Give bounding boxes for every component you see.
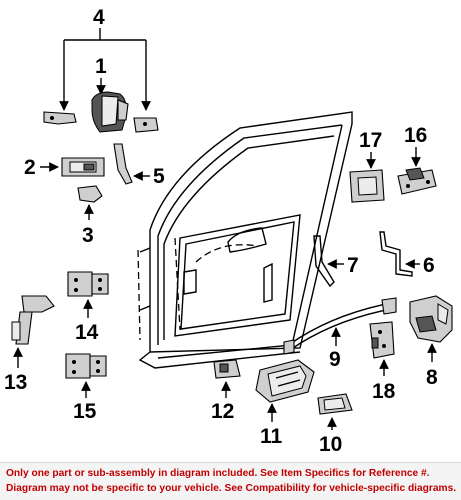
part-1-outside-handle [91,91,129,133]
part-3-clip [77,185,103,203]
callout-13: 13 [4,371,27,394]
callout-18: 18 [372,380,396,403]
callout-17: 17 [359,129,382,152]
part-11-handle-bezel [255,359,315,403]
part-8-door-latch [409,295,453,343]
door-parts-diagram: 4 1 2 5 3 14 [4,6,453,456]
callout-2: 2 [24,156,36,179]
callout-5: 5 [153,165,165,188]
callout-16: 16 [404,124,427,147]
callout-11: 11 [260,425,283,448]
part-5-link-rod [113,143,133,185]
callout-4: 4 [93,6,105,29]
callout-4-bracket [59,28,151,111]
part-13-door-check [11,295,55,345]
callout-10: 10 [319,433,342,456]
callout-8: 8 [426,366,438,389]
door-shell-outline [137,111,353,369]
callout-14: 14 [75,321,99,344]
part-9-cable [283,297,397,355]
disclaimer-footer: Only one part or sub-assembly in diagram… [0,462,461,500]
part-4-handle-bracket-left [43,111,77,125]
part-10-bezel [317,393,353,415]
part-16-striker [397,167,437,195]
callout-6: 6 [423,254,435,277]
part-2-inside-handle [61,157,105,177]
part-18-lock-actuator [369,321,395,359]
callout-7: 7 [347,254,359,277]
part-6-latch-rod [379,231,413,277]
part-17-control-module [349,169,385,203]
callout-9: 9 [329,348,341,371]
part-14-upper-hinge [67,271,109,297]
part-4-handle-bracket-right [133,117,159,133]
part-12-switch [213,359,241,379]
callout-1: 1 [95,55,107,78]
part-7-lock-rod [313,235,335,288]
callout-3: 3 [82,224,94,247]
disclaimer-line-1: Only one part or sub-assembly in diagram… [6,468,430,479]
callout-12: 12 [211,400,234,423]
callout-15: 15 [73,400,97,423]
part-15-lower-hinge [65,353,107,379]
disclaimer-line-2: Diagram may not be specific to your vehi… [6,483,457,494]
